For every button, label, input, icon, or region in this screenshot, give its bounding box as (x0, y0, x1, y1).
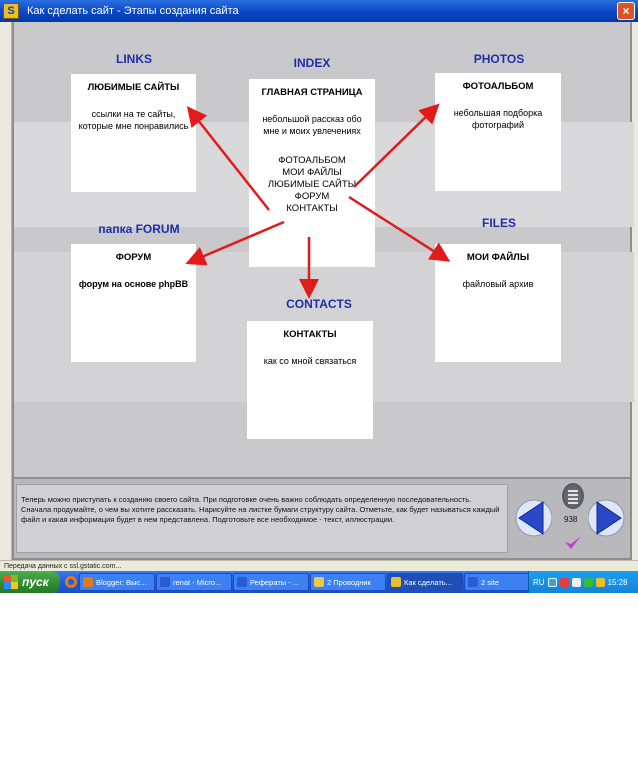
clock[interactable]: 15:28 (607, 577, 628, 587)
network-icon[interactable] (547, 577, 557, 587)
card-forum: ФОРУМ форум на основе phpBB (71, 244, 196, 362)
document-icon[interactable] (562, 483, 584, 509)
taskbar-item-label: Blogger: Выс... (96, 577, 147, 587)
taskbar-item-explorer[interactable]: 2 Проводник (310, 573, 386, 591)
arrow-to-links (186, 106, 270, 211)
taskbar-item-blogger[interactable]: Blogger: Выс... (79, 573, 155, 591)
heading-forum: папка FORUM (98, 222, 180, 236)
app-icon (468, 577, 478, 587)
window-title: Как сделать сайт - Этапы создания сайта (27, 5, 239, 17)
menu-item: МОИ ФАЙЛЫ (282, 167, 342, 178)
folder-icon (314, 577, 324, 587)
index-menu-list: ФОТОАЛЬБОМ МОИ ФАЙЛЫ ЛЮБИМЫЕ САЙТЫ ФОРУМ… (249, 155, 375, 215)
prev-arrow-icon[interactable] (512, 495, 552, 541)
word-icon (160, 577, 170, 587)
taskbar-item-label: Рефераты - ... (250, 577, 300, 587)
card-title: ГЛАВНАЯ СТРАНИЦА (261, 87, 363, 98)
taskbar-item-kak-sdelat[interactable]: Как сделать... (387, 573, 463, 591)
heading-photos: PHOTOS (473, 52, 525, 66)
card-description: как со мной связаться (263, 356, 357, 366)
taskbar: пуск Blogger: Выс... renat - Micro... Ре… (0, 571, 638, 593)
taskbar-item-label: Как сделать... (404, 577, 452, 587)
document-icon (237, 577, 247, 587)
card-files: МОИ ФАЙЛЫ файловый архив (435, 244, 561, 362)
volume-icon[interactable] (571, 577, 581, 587)
background-browser-edge (0, 22, 12, 570)
card-description: форум на основе phpBB (78, 279, 189, 289)
card-photos: ФОТОАЛЬБОМ небольшая подборка фотографий (435, 73, 561, 191)
quick-launch-icon[interactable] (64, 575, 78, 589)
background-browser-edge-right (632, 22, 638, 570)
taskbar-item-word[interactable]: renat - Micro... (156, 573, 232, 591)
start-button[interactable]: пуск (0, 571, 60, 593)
card-contacts: КОНТАКТЫ как со мной связаться (247, 321, 373, 439)
card-title: ФОТОАЛЬБОМ (462, 81, 534, 92)
heading-files: FILES (481, 216, 516, 230)
browser-icon (83, 577, 93, 587)
connection-arrows (185, 103, 451, 299)
app-icon: S (3, 3, 19, 19)
close-button[interactable]: × (617, 2, 635, 20)
arrow-to-photos (353, 103, 440, 188)
antivirus-icon[interactable] (583, 577, 593, 587)
card-title: МОИ ФАЙЛЫ (466, 252, 530, 263)
card-title: ЛЮБИМЫЕ САЙТЫ (87, 82, 180, 93)
language-indicator[interactable]: RU (533, 577, 545, 587)
card-description: небольшая подборка фотографий (453, 108, 543, 130)
card-description: ссылки на те сайты, которые мне понравил… (78, 109, 189, 131)
card-title: КОНТАКТЫ (283, 329, 337, 340)
heading-index: INDEX (293, 56, 331, 70)
taskbar-item-label: 2 site (481, 577, 499, 587)
taskbar-item-referaty[interactable]: Рефераты - ... (233, 573, 309, 591)
card-index: ГЛАВНАЯ СТРАНИЦА небольшой рассказ обо м… (249, 79, 375, 267)
card-description: файловый архив (462, 279, 534, 289)
heading-links: LINKS (116, 52, 152, 66)
security-icon[interactable] (559, 577, 569, 587)
next-arrow-icon[interactable] (588, 495, 628, 541)
card-links: ЛЮБИМЫЕ САЙТЫ ссылки на те сайты, которы… (71, 74, 196, 192)
taskbar-item-site[interactable]: 2 site (464, 573, 540, 591)
site-structure-diagram: LINKS INDEX PHOTOS папка FORUM FILES CON… (12, 22, 634, 477)
system-tray: RU 15:28 (528, 571, 638, 593)
arrow-to-forum (185, 220, 285, 266)
menu-item: ФОРУМ (294, 191, 330, 202)
taskbar-item-label: renat - Micro... (173, 577, 222, 587)
app-icon (391, 577, 401, 587)
start-label: пуск (22, 575, 49, 589)
card-description: небольшой рассказ обо мне и моих увлечен… (262, 114, 362, 136)
windows-logo-icon (4, 575, 18, 589)
heading-contacts: CONTACTS (286, 297, 352, 311)
arrow-to-files (348, 195, 451, 262)
description-text: Теперь можно приступать к созданию своег… (16, 484, 508, 553)
status-bar: Передача данных с ssl.gstatic.com... (0, 560, 638, 571)
taskbar-item-label: 2 Проводник (327, 577, 371, 587)
menu-item: ЛЮБИМЫЕ САЙТЫ (267, 179, 357, 190)
check-icon[interactable] (564, 534, 582, 552)
card-title: ФОРУМ (115, 252, 152, 263)
update-icon[interactable] (595, 577, 605, 587)
window-titlebar: S Как сделать сайт - Этапы создания сайт… (0, 0, 638, 22)
menu-item: КОНТАКТЫ (286, 203, 338, 214)
description-panel: Теперь можно приступать к созданию своег… (12, 477, 632, 560)
slide-counter: 938 (564, 515, 578, 524)
menu-item: ФОТОАЛЬБОМ (278, 155, 346, 166)
